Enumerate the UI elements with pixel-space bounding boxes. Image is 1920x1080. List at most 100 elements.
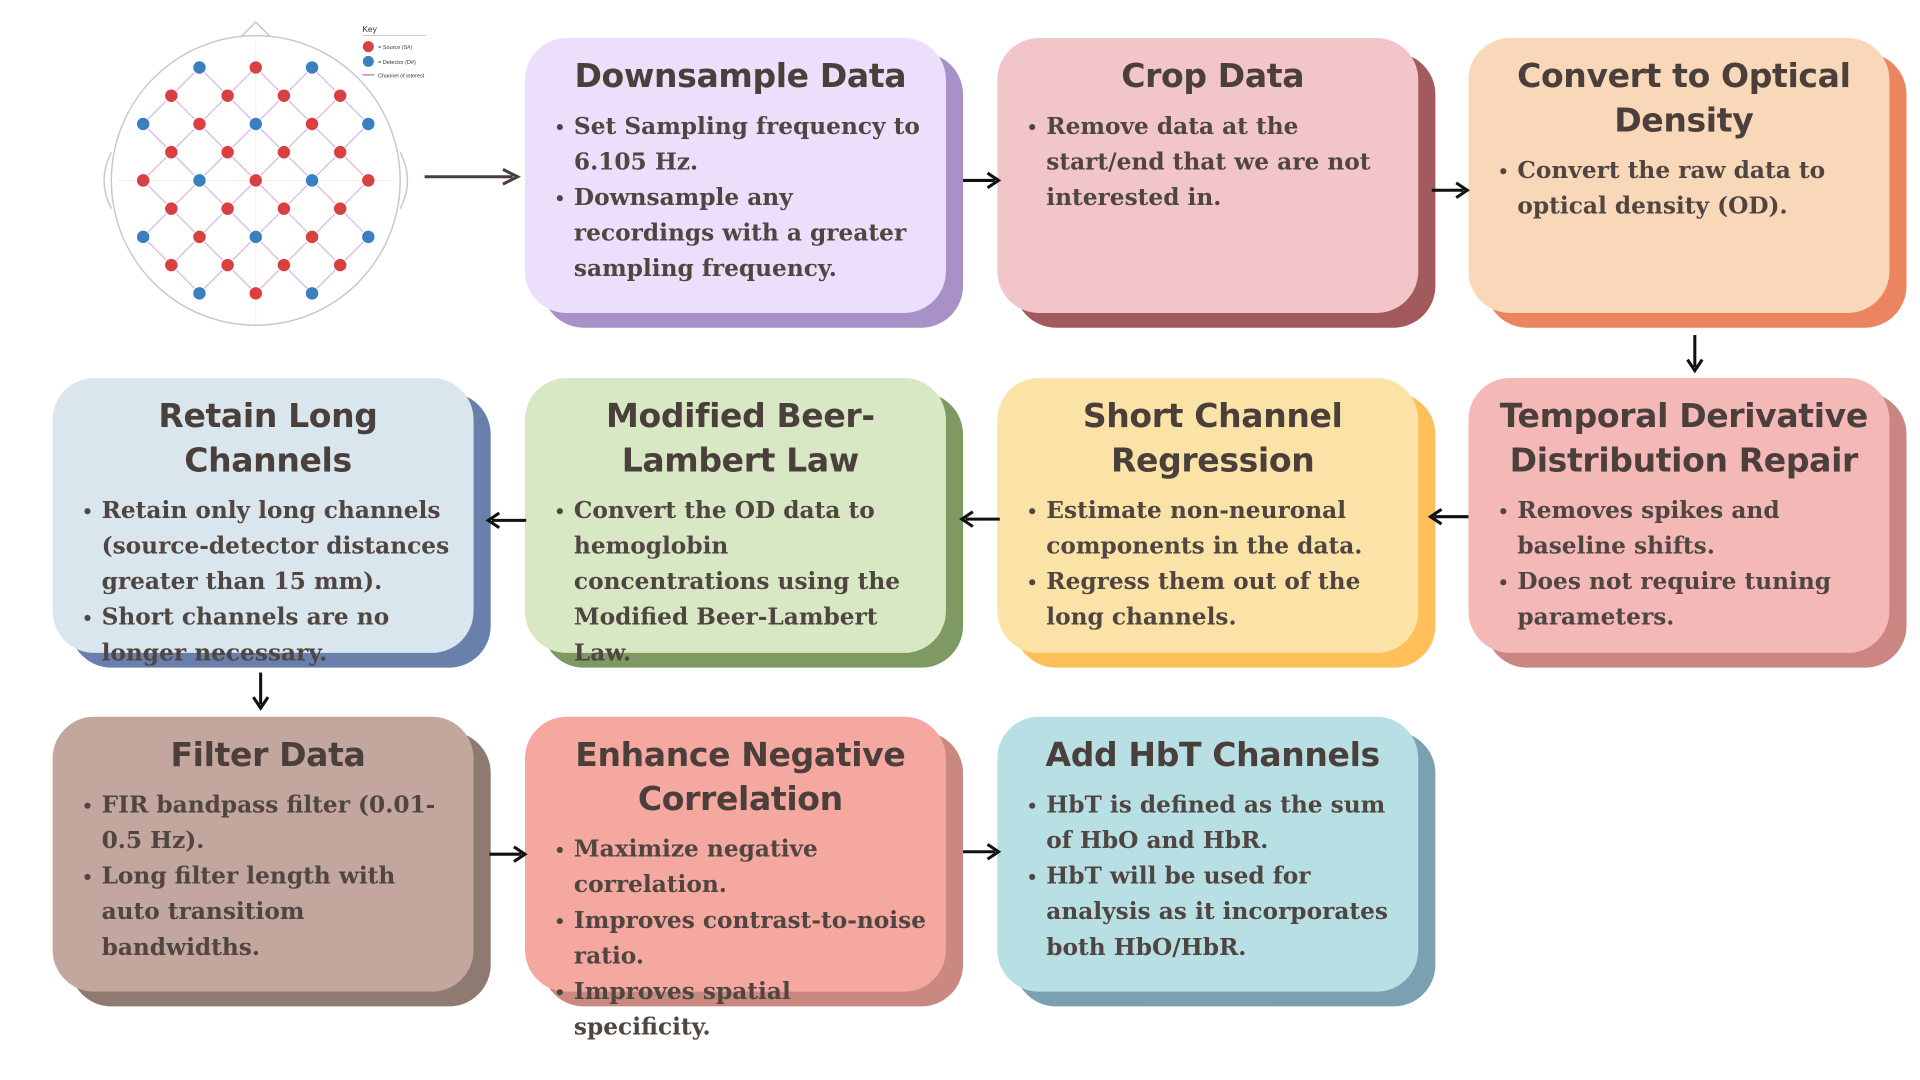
detector-optode — [135, 116, 151, 132]
montage-key: Key = Source (S#) = Detector (D#) Channe… — [362, 24, 426, 79]
montage-diagram: Key = Source (S#) = Detector (D#) Channe… — [103, 21, 426, 326]
step-bullet: Does not require tuning parameters. — [1500, 565, 1869, 636]
step-title: Short Channel Regression — [1082, 397, 1343, 480]
step-bullet: Convert the raw data to optical density … — [1500, 153, 1869, 224]
source-optode — [304, 229, 320, 245]
source-optode — [164, 201, 179, 216]
step-title: Filter Data — [170, 736, 366, 775]
step-bullet: HbT is defined as the sum of HbO and HbR… — [1029, 788, 1398, 859]
step-title: Crop Data — [1121, 57, 1305, 96]
detector-optode — [248, 116, 263, 132]
detector-optode — [192, 173, 207, 188]
step-bullet: FIR bandpass filter (0.01-0.5 Hz). — [84, 788, 454, 859]
step-bullets: Maximize negative correlation.Improves c… — [554, 832, 926, 1046]
arrow-beer-lambert-to-long-channels — [485, 511, 527, 530]
step-bullet: HbT will be used for analysis as it inco… — [1029, 859, 1398, 966]
source-optode — [276, 201, 292, 216]
arrow-filter-to-negative-correlation — [489, 845, 528, 863]
detector-optode — [361, 116, 376, 132]
arrow-crop-to-optical-density — [1431, 181, 1470, 199]
step-bullets: Set Sampling frequency to 6.105 Hz.Downs… — [554, 109, 926, 287]
source-optode — [164, 144, 179, 160]
step-title: Retain Long Channels — [158, 397, 378, 480]
step-bullet: Improves contrast-to-noise ratio. — [556, 903, 926, 974]
step-bullet: Estimate non-neuronal components in the … — [1029, 493, 1398, 564]
detector-optode — [192, 286, 207, 301]
step-bullet: Maximize negative correlation. — [556, 832, 926, 903]
key-title: Key — [362, 24, 377, 34]
source-key-dot — [362, 41, 374, 53]
step-bullet: Long filter length with auto transitiom … — [84, 859, 454, 966]
step-bullets: Removes spikes and baseline shifts.Does … — [1498, 493, 1870, 635]
source-optode — [248, 286, 263, 301]
detector-optode — [304, 60, 320, 75]
step-title: Modified Beer-Lambert Law — [605, 397, 875, 480]
step-title: Enhance Negative Correlation — [575, 736, 906, 819]
nose-outline — [240, 21, 271, 38]
source-optode — [135, 173, 151, 188]
source-optode — [192, 116, 207, 132]
source-optode — [304, 116, 320, 132]
source-optode — [276, 88, 292, 103]
step-bullets: Convert the raw data to optical density … — [1498, 153, 1870, 224]
detector-key-dot — [362, 55, 374, 67]
step-title: Temporal Derivative Distribution Repair — [1499, 397, 1869, 480]
step-bullets: Convert the OD data to hemoglobin concen… — [554, 493, 926, 671]
step-bullet: Short channels are no longer necessary. — [84, 600, 454, 671]
source-optode — [220, 88, 235, 103]
step-bullet: Set Sampling frequency to 6.105 Hz. — [556, 109, 926, 180]
source-optode — [332, 88, 348, 103]
detector-optode — [361, 229, 376, 245]
arrow-negative-correlation-to-hbt — [963, 843, 1002, 861]
source-optode — [332, 257, 348, 273]
key-channel-label: Channel of interest — [378, 73, 425, 79]
step-bullet: Remove data at the start/end that we are… — [1029, 109, 1398, 216]
source-optode — [164, 257, 179, 273]
step-bullets: Remove data at the start/end that we are… — [1027, 109, 1399, 216]
source-optode — [248, 173, 263, 188]
step-bullet: Regress them out of the long channels. — [1029, 565, 1398, 636]
source-optode — [220, 201, 235, 216]
step-bullets: Estimate non-neuronal components in the … — [1027, 493, 1399, 635]
arrow-long-channels-to-filter — [252, 672, 270, 711]
arrow-downsample-to-crop — [963, 171, 1002, 190]
step-title: Downsample Data — [574, 57, 907, 96]
source-optode — [332, 201, 348, 216]
source-optode — [248, 60, 263, 75]
head-outline — [103, 21, 409, 326]
source-optode — [332, 144, 348, 160]
optodes — [135, 60, 376, 301]
detector-optode — [304, 286, 320, 301]
step-title: Convert to Optical Density — [1517, 57, 1851, 140]
arrow-montage-to-downsample — [424, 167, 522, 186]
source-optode — [192, 229, 207, 245]
step-bullets: FIR bandpass filter (0.01-0.5 Hz).Long f… — [82, 788, 454, 966]
step-bullets: HbT is defined as the sum of HbO and HbR… — [1027, 788, 1399, 966]
right-ear-outline — [399, 151, 409, 209]
source-optode — [361, 173, 376, 188]
key-detector-label: = Detector (D#) — [378, 60, 416, 66]
detector-optode — [192, 60, 207, 75]
arrow-short-channel-to-beer-lambert — [959, 510, 1000, 528]
step-bullet: Downsample any recordings with a greater… — [556, 180, 926, 287]
detector-optode — [304, 173, 320, 188]
